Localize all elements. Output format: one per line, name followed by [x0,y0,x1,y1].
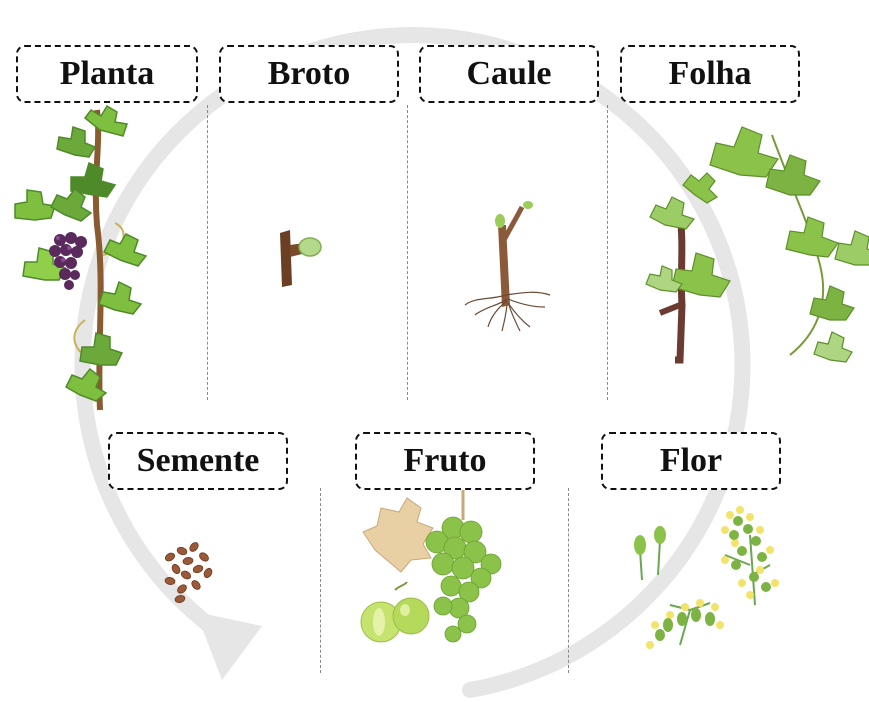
fruit-illustration [355,490,515,655]
label-bud: Broto [219,45,399,103]
leaf-illustration [640,125,865,375]
label-stem: Caule [419,45,599,103]
label-leaf: Folha [620,45,800,103]
divider-line [407,105,408,400]
plant-illustration [5,105,150,415]
divider-line [320,488,321,673]
divider-line [568,488,569,673]
bud-illustration [270,225,330,290]
divider-line [607,105,608,400]
flower-illustration [630,495,790,655]
label-seed: Semente [108,432,288,490]
stem-illustration [460,195,555,335]
divider-line [207,105,208,400]
label-plant: Planta [16,45,198,103]
label-fruit: Fruto [355,432,535,490]
seed-illustration [158,535,220,605]
label-flower: Flor [601,432,781,490]
